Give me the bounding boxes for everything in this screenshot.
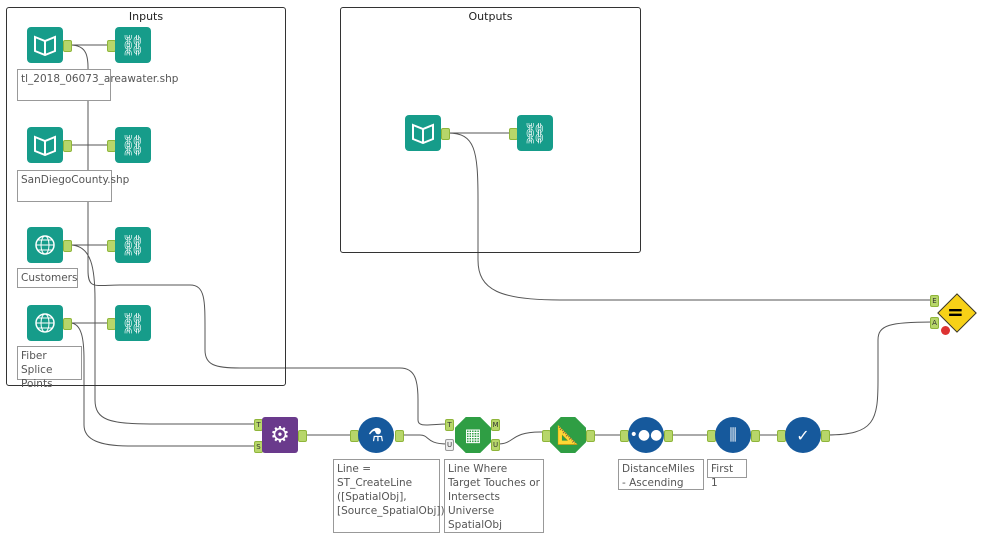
tool-annotation: Fiber Splice Points — [17, 346, 82, 390]
binoculars-icon: ⛓ — [120, 33, 146, 57]
output-anchor[interactable] — [751, 430, 760, 442]
binoculars-icon: ⛓ — [522, 121, 548, 145]
input-data-tool[interactable] — [27, 227, 63, 263]
input-data-tool[interactable] — [27, 305, 63, 341]
distance-tool[interactable]: 📐 — [550, 417, 586, 453]
output-anchor[interactable] — [586, 430, 595, 442]
tool-annotation: Line = ST_CreateLine ([SpatialObj], [Sou… — [333, 459, 445, 533]
browse-tool[interactable]: ⛓ — [115, 305, 151, 341]
ruler-icon: 📐 — [556, 424, 580, 446]
anchor-t[interactable]: T — [445, 419, 454, 431]
sample-tool[interactable]: ⫼ — [715, 417, 751, 453]
dots-icon: •●● — [629, 427, 663, 443]
anchor-u[interactable]: U — [445, 439, 454, 451]
container-title: Outputs — [468, 10, 513, 23]
input-anchor[interactable] — [441, 128, 450, 140]
inputs-container[interactable]: Inputs — [6, 7, 286, 386]
anchor-a[interactable]: A — [930, 317, 939, 329]
globe-icon — [35, 313, 55, 333]
book-icon — [412, 123, 434, 144]
browse-tool[interactable]: ⛓ — [115, 227, 151, 263]
output-anchor[interactable] — [63, 140, 72, 152]
tool-annotation: DistanceMiles - Ascending — [618, 459, 704, 490]
tool-annotation: tl_2018_06073_areawater.shp — [17, 69, 178, 101]
tool-annotation: Customers — [17, 268, 78, 288]
input-data-tool[interactable] — [27, 127, 63, 163]
output-anchor[interactable] — [821, 430, 830, 442]
spatial-process-tool[interactable]: ⚙ — [262, 417, 298, 453]
anchor-e[interactable]: E — [930, 295, 939, 307]
select-tool[interactable]: ✓ — [785, 417, 821, 453]
output-anchor[interactable] — [63, 240, 72, 252]
output-data-tool[interactable] — [405, 115, 441, 151]
binoculars-icon: ⛓ — [120, 233, 146, 257]
binoculars-icon: ⛓ — [120, 133, 146, 157]
gears-icon: ⚙ — [270, 422, 290, 448]
puzzle-icon: ▦ — [464, 424, 482, 446]
anchor-u-out[interactable]: U — [491, 439, 500, 451]
output-anchor[interactable] — [63, 40, 72, 52]
output-anchor[interactable] — [395, 430, 404, 442]
output-anchor[interactable] — [664, 430, 673, 442]
input-anchor[interactable] — [542, 430, 551, 442]
tool-annotation: Line Where Target Touches or Intersects … — [444, 459, 544, 533]
spatial-match-tool[interactable]: ▦ — [455, 417, 491, 453]
error-icon — [941, 326, 950, 335]
globe-icon — [35, 235, 55, 255]
browse-tool[interactable]: ⛓ — [517, 115, 553, 151]
equals-icon: = — [947, 300, 964, 324]
book-icon — [34, 135, 56, 156]
flask-icon: ⚗ — [367, 424, 385, 446]
book-icon — [34, 35, 56, 56]
check-icon: ✓ — [796, 425, 810, 445]
browse-tool[interactable]: ⛓ — [115, 27, 151, 63]
browse-tool[interactable]: ⛓ — [115, 127, 151, 163]
test-tubes-icon: ⫼ — [729, 425, 737, 444]
outputs-container[interactable]: Outputs — [340, 7, 641, 253]
input-data-tool[interactable] — [27, 27, 63, 63]
binoculars-icon: ⛓ — [120, 311, 146, 335]
output-anchor[interactable] — [298, 430, 307, 442]
tool-annotation: SanDiegoCounty.shp — [17, 170, 129, 202]
container-title: Inputs — [128, 10, 164, 23]
sort-tool[interactable]: •●● — [628, 417, 664, 453]
anchor-m[interactable]: M — [491, 419, 500, 431]
formula-tool[interactable]: ⚗ — [358, 417, 394, 453]
output-anchor[interactable] — [63, 318, 72, 330]
tool-annotation: First 1 — [707, 459, 747, 489]
